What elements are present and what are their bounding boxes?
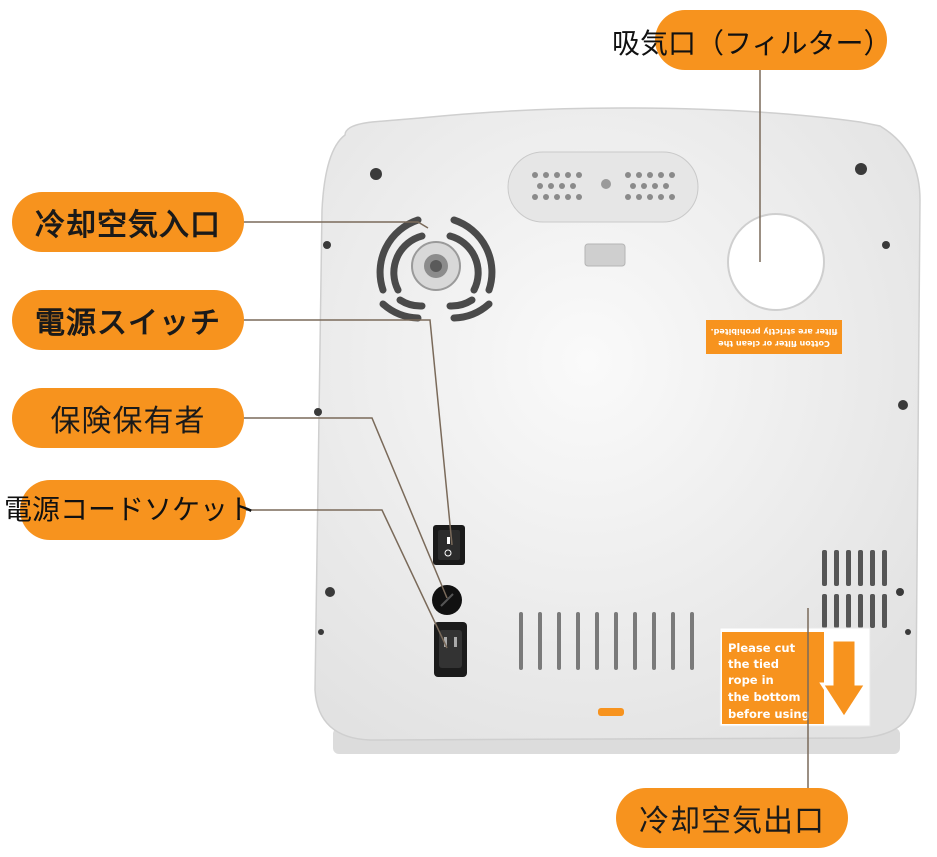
power-switch-label: 電源スイッチ — [35, 306, 221, 341]
power-cord-socket-label: 電源コードソケット — [4, 493, 257, 526]
callout-power-cord-socket — [20, 480, 246, 540]
rope-warning-sticker: Please cut the tied rope in the bottom b… — [719, 627, 871, 727]
down-arrow-icon — [819, 638, 869, 721]
top-slot — [584, 243, 626, 267]
filter-cap — [727, 213, 825, 311]
rope-sticker-line4: the bottom — [728, 690, 801, 704]
grip-screw — [601, 179, 611, 189]
bottom-tab — [598, 708, 624, 716]
rope-sticker-line1: Please cut — [728, 641, 796, 655]
callout-power-switch: 電源スイッチ — [12, 290, 244, 350]
rope-sticker-line3: rope in — [728, 673, 774, 687]
cooling-inlet-vent — [376, 216, 496, 322]
leader-lines — [240, 70, 809, 800]
callout-cooling-air-inlet: 冷却空気入口 — [12, 192, 244, 252]
fuse-holder-label: 保険保有者 — [50, 404, 206, 439]
rope-sticker-line2: the tied — [728, 657, 779, 671]
grip-holes — [532, 172, 675, 200]
callout-fuse-holder: 保険保有者 — [12, 388, 244, 448]
filter-warning-sticker: Cotton filter or clean the filter are st… — [706, 320, 842, 354]
filter-sticker-line1: Cotton filter or clean the — [718, 339, 830, 348]
screw-holes — [314, 163, 911, 635]
rope-sticker-line5: before using — [728, 707, 810, 721]
cooling-air-outlet-label: 冷却空気出口 — [639, 804, 825, 839]
bottom-vent — [519, 612, 694, 670]
callout-cooling-air-outlet: 冷却空気出口 — [616, 788, 848, 848]
cooling-outlet-vent — [822, 550, 887, 628]
air-intake-filter-label: 吸気口（フィルター） — [612, 27, 892, 60]
filter-sticker-line2: filter are strictly prohibited. — [711, 327, 838, 336]
cooling-air-inlet-label: 冷却空気入口 — [35, 208, 221, 243]
callout-air-intake-filter — [655, 10, 887, 70]
